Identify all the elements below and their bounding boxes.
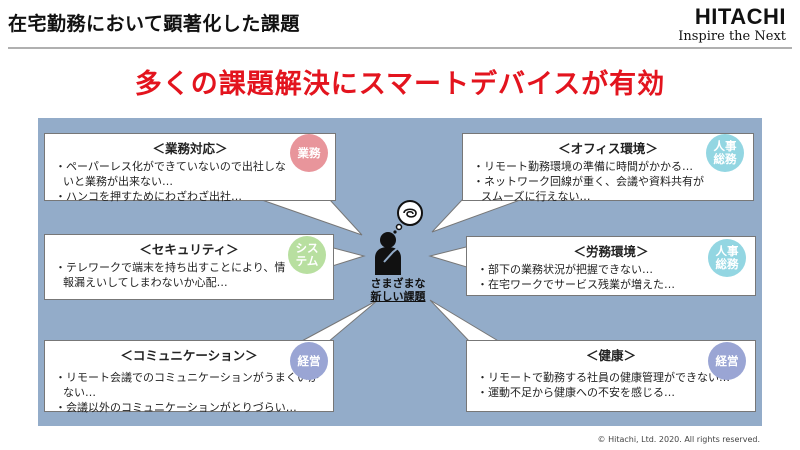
dept-badge-jinji: 人事 総務 xyxy=(708,239,746,277)
center-label-line1: さまざまな xyxy=(370,277,426,290)
issue-item: ・部下の業務状況が把握できない… xyxy=(477,263,653,276)
brand-name: HITACHI xyxy=(694,4,786,29)
copyright: © Hitachi, Ltd. 2020. All rights reserve… xyxy=(597,435,760,444)
issue-box-title: ＜オフィス環境＞ xyxy=(558,141,658,156)
issue-list: ・リモートで勤務する社員の健康管理ができない… ・運動不足から健康への不安を感じ… xyxy=(477,370,745,400)
issue-item: ・テレワークで端末を持ち出すことにより、情報漏えいしてしまわないか心配… xyxy=(55,261,286,289)
pointer-office xyxy=(431,199,521,233)
pointer-health xyxy=(429,299,502,343)
brand-logo: HITACHI Inspire the Next xyxy=(678,4,786,45)
issue-list: ・テレワークで端末を持ち出すことにより、情報漏えいしてしまわないか心配… xyxy=(55,260,323,290)
issue-box-health: ＜健康＞ ・リモートで勤務する社員の健康管理ができない… ・運動不足から健康への… xyxy=(466,340,756,412)
issue-item: ・ネットワーク回線が重く、会議や資料共有がスムーズに行えない… xyxy=(473,175,704,203)
issue-box-title: ＜セキュリティ＞ xyxy=(139,242,239,257)
issue-item: ・運動不足から健康への不安を感じる… xyxy=(477,386,675,399)
brand-tagline: Inspire the Next xyxy=(678,29,786,44)
header-divider xyxy=(8,47,792,49)
center-label-line2: 新しい課題 xyxy=(370,290,426,303)
issue-box-labor: ＜労務環境＞ ・部下の業務状況が把握できない… ・在宅ワークでサービス残業が増え… xyxy=(466,236,756,296)
issue-item: ・ペーパーレス化ができていないので出社しないと業務が出来ない… xyxy=(55,160,286,188)
issue-box-title: ＜コミュニケーション＞ xyxy=(120,348,258,363)
issue-list: ・リモート勤務環境の準備に時間がかかる… ・ネットワーク回線が重く、会議や資料共… xyxy=(473,159,743,204)
issue-box-office: ＜オフィス環境＞ ・リモート勤務環境の準備に時間がかかる… ・ネットワーク回線が… xyxy=(462,133,754,204)
slide-title: 在宅勤務において顕著化した課題 xyxy=(8,13,300,35)
center-label: さまざまな 新しい課題 xyxy=(352,277,444,303)
issue-box-communication: ＜コミュニケーション＞ ・リモート会議でのコミュニケーションがうまくいかない… … xyxy=(44,340,334,415)
pointer-labor xyxy=(428,245,471,269)
issue-box-title: ＜業務対応＞ xyxy=(152,141,228,156)
issue-list: ・リモート会議でのコミュニケーションがうまくいかない… ・会議以外のコミュニケー… xyxy=(55,370,323,415)
headline: 多くの課題解決にスマートデバイスが有効 xyxy=(134,69,666,100)
issue-item: ・会議以外のコミュニケーションがとりづらい… xyxy=(55,401,297,414)
issue-item: ・リモート会議でのコミュニケーションがうまくいかない… xyxy=(55,371,319,399)
pointer-gyomu xyxy=(261,199,363,236)
issue-box-title: ＜労務環境＞ xyxy=(573,244,649,259)
pointer-communication xyxy=(299,299,379,343)
issue-item: ・在宅ワークでサービス残業が増えた… xyxy=(477,278,675,291)
issue-item: ・ハンコを押すためにわざわざ出社… xyxy=(55,190,242,203)
worried-person-icon xyxy=(375,200,423,275)
dept-badge-system: シス テム xyxy=(288,236,326,274)
issue-box-gyomu: ＜業務対応＞ ・ペーパーレス化ができていないので出社しないと業務が出来ない… ・… xyxy=(44,133,336,204)
dept-badge-gyomu: 業務 xyxy=(290,134,328,172)
dept-badge-jinji: 人事 総務 xyxy=(706,134,744,172)
dept-badge-keiei: 経営 xyxy=(708,342,746,380)
issue-box-security: ＜セキュリティ＞ ・テレワークで端末を持ち出すことにより、情報漏えいしてしまわな… xyxy=(44,234,334,300)
issue-item: ・リモートで勤務する社員の健康管理ができない… xyxy=(477,371,730,384)
issue-box-title: ＜健康＞ xyxy=(585,348,636,363)
header: 在宅勤務において顕著化した課題 HITACHI Inspire the Next xyxy=(0,0,800,50)
thought-bubble-icon xyxy=(393,200,423,234)
dept-badge-keiei: 経営 xyxy=(290,342,328,380)
issue-item: ・リモート勤務環境の準備に時間がかかる… xyxy=(473,160,693,173)
issue-list: ・部下の業務状況が把握できない… ・在宅ワークでサービス残業が増えた… xyxy=(477,262,745,292)
issue-list: ・ペーパーレス化ができていないので出社しないと業務が出来ない… ・ハンコを押すた… xyxy=(55,159,325,204)
